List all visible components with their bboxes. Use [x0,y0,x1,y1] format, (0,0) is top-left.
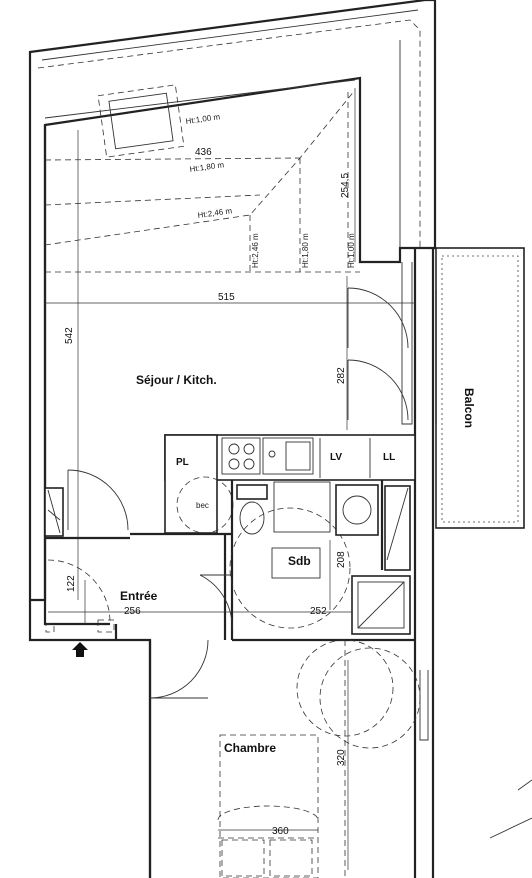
label-pl: PL [176,457,189,468]
label-sejour: Séjour / Kitch. [136,373,217,387]
dim-515: 515 [218,292,235,303]
sketch-mark [489,817,532,839]
label-chambre: Chambre [224,741,276,755]
dim-256: 256 [124,606,141,617]
label-lv: LV [330,452,342,463]
sketch-mark [517,779,532,791]
dim-282: 282 [336,367,347,384]
dim-122: 122 [66,575,77,592]
dim-542: 542 [64,327,75,344]
dim-320: 320 [336,749,347,766]
label-ll: LL [383,452,395,463]
dimension-lines [45,88,415,870]
label-balcon: Balcon [462,388,476,428]
entry-arrow-icon [72,642,88,657]
label-entree: Entrée [120,589,158,603]
balcony [401,247,525,878]
dim-360: 360 [272,826,289,837]
dim-254-5: 254,5 [340,173,351,198]
height-246-vertical: Ht:2,46 m [251,233,260,268]
height-100-vertical: Ht:1,00 m [347,233,356,268]
height-100-top: Ht:1,00 m [185,112,221,126]
label-sdb: Sdb [288,554,311,568]
dim-436: 436 [195,147,212,158]
dim-252: 252 [310,606,327,617]
bathroom [199,480,415,642]
exterior-walls [28,0,437,878]
chambre [148,639,421,878]
roof-height-lines [44,89,360,273]
skylight [97,84,185,158]
dim-208: 208 [336,551,347,568]
balcony-door-swings [347,287,409,421]
height-180-top: Ht:1,80 m [189,160,225,174]
height-180-vertical: Ht:1,80 m [301,233,310,268]
entree-area [44,469,232,640]
label-bec: bec [196,501,209,510]
